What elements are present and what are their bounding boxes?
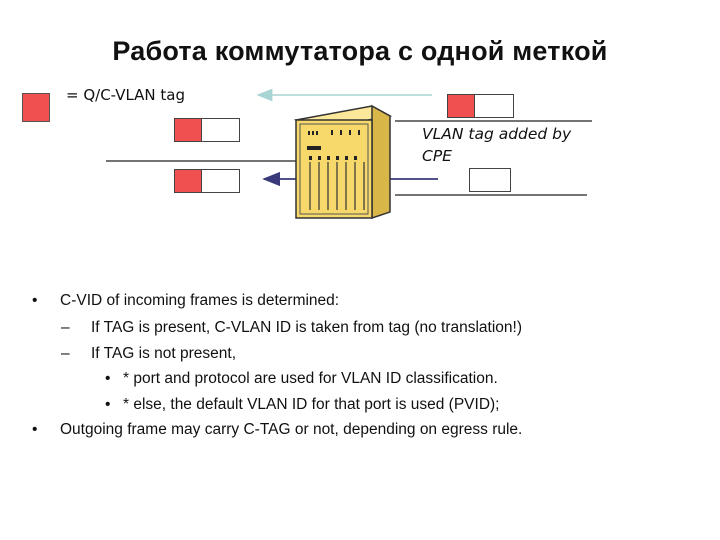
vlan-tag [175, 119, 202, 141]
bullet-marker: • [105, 396, 111, 413]
bullet-marker: • [32, 421, 38, 438]
bullet-text: If TAG is not present, [91, 345, 237, 362]
vlan-tag-note: VLAN tag added by CPE [422, 125, 572, 165]
bullet-item: • * else, the default VLAN ID for that p… [105, 396, 499, 414]
bullet-marker: – [61, 319, 70, 336]
bullet-marker: • [32, 292, 38, 309]
bullet-item: – If TAG is present, C-VLAN ID is taken … [61, 319, 522, 337]
vlan-tag [175, 170, 202, 192]
left-frame-bottom [174, 169, 240, 193]
bullet-text: C-VID of incoming frames is determined: [60, 292, 340, 309]
bullet-item: • Outgoing frame may carry C-TAG or not,… [32, 421, 522, 439]
bullet-item: • * port and protocol are used for VLAN … [105, 370, 498, 388]
bullet-marker: • [105, 370, 111, 387]
legend-tag-swatch [22, 93, 50, 122]
left-frame-top [174, 118, 240, 142]
bullet-text: * port and protocol are used for VLAN ID… [123, 370, 498, 387]
legend-text: = Q/C-VLAN tag [66, 86, 186, 104]
bullet-item: – If TAG is not present, [61, 345, 236, 363]
right-frame-tagged [447, 94, 514, 118]
vlan-tag [448, 95, 475, 117]
bullet-text: If TAG is present, C-VLAN ID is taken fr… [91, 319, 523, 336]
page-title: Работа коммутатора с одной меткой [112, 36, 608, 66]
bullet-item: • C-VID of incoming frames is determined… [32, 292, 339, 310]
right-frame-untagged [469, 168, 511, 192]
switch-icon [293, 104, 393, 220]
bullet-marker: – [61, 345, 70, 362]
bullet-text: Outgoing frame may carry C-TAG or not, d… [60, 421, 523, 438]
bullet-text: * else, the default VLAN ID for that por… [123, 396, 500, 413]
